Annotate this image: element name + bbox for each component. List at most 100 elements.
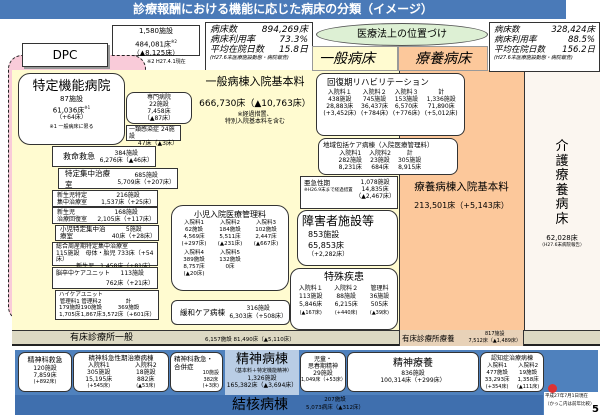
col-facilities: 62施設 bbox=[185, 227, 203, 233]
stat-label: 病床利用率 bbox=[210, 35, 256, 45]
stat-value: 328,424床 bbox=[551, 25, 595, 35]
col-header: 計 bbox=[125, 298, 132, 305]
psych-kyusei-title: 精神科急性期治療病棟 bbox=[88, 354, 154, 362]
col-change: (+297床) bbox=[181, 241, 207, 247]
col-beds: 33,293床 bbox=[484, 377, 510, 383]
chiiki-title: 地域包括ケア病棟（入院医療管理料） bbox=[323, 141, 434, 149]
dpc-note: ※2 H27.4.1現在 bbox=[147, 59, 186, 65]
psych-kyukyu-box: 精神科救急 120施設 7,859床 (+892床) bbox=[18, 352, 72, 392]
col-beds: 4,569床 bbox=[183, 234, 205, 240]
perinatal-box: 総合周産期特定集中治療室 115施設 母体・胎児 733床（+54床） 新生児 … bbox=[52, 242, 158, 269]
col-header: 入院料1 bbox=[339, 150, 362, 157]
tokutei-mark: ※1 bbox=[84, 104, 91, 110]
psych-ryoyo-facilities: 836施設 bbox=[401, 370, 425, 377]
icu-beds: 5,709床（+207床） bbox=[117, 178, 175, 186]
col-change: (▲53床) bbox=[136, 383, 156, 389]
icu-name-line2: 治療回復室 bbox=[57, 215, 88, 223]
icu-name-line2: 集中治療室 bbox=[57, 198, 88, 206]
col-facilities: 745施設 bbox=[362, 96, 387, 103]
tokutei-change: （+64床） bbox=[56, 114, 87, 122]
ippan-kihon: 一般病棟入院基本料 666,730床（▲10,763床） ※経過措置、 特別入院… bbox=[190, 74, 320, 125]
col-beds: 8,757床 bbox=[183, 264, 205, 270]
col-change: (▲667床) bbox=[253, 241, 279, 247]
col-header: 管理料2 bbox=[81, 298, 102, 305]
stroke-facilities: 113施設 bbox=[120, 270, 144, 277]
general-bed-header: 一般病床 bbox=[312, 46, 398, 71]
kanwa-facilities: 316施設 bbox=[246, 304, 270, 312]
logo-icon bbox=[548, 384, 557, 393]
col-beds: 882床 bbox=[137, 376, 155, 383]
psych-ninchi-title: 認知症治療病棟 bbox=[490, 355, 533, 362]
kaigo-title: 介護療養病床 bbox=[555, 139, 569, 227]
col-beds: 1,867床 bbox=[80, 311, 102, 318]
col-beds: 28,883床 bbox=[326, 103, 354, 110]
psych-jido-box: 児童・ 思春期精神 29施設 1,049床（+53床） bbox=[300, 352, 346, 392]
clinic-general-label: 有床診療所一般 bbox=[70, 333, 134, 343]
col-header: 入院料5 bbox=[220, 250, 240, 256]
tokutei-box: 特定機能病院 87施設 61,036床※1 （+64床） ※1 一般病床に限る bbox=[18, 73, 125, 145]
col-change: (▲167床) bbox=[299, 310, 322, 316]
stroke-title: 脳卒中ケアユニット bbox=[56, 270, 111, 277]
col-facilities: 102施設 bbox=[255, 227, 277, 233]
perinatal-line2: 新生児 1,458床（+81床） bbox=[56, 263, 154, 271]
col-facilities: 113施設 bbox=[299, 293, 323, 300]
col-header: 入院料4 bbox=[184, 250, 204, 256]
perinatal-title: 総合周産期特定集中治療室 bbox=[56, 243, 129, 250]
col-facilities: 18施設 bbox=[135, 369, 156, 376]
ryoyo-kihon: 療養病棟入院基本料 213,501床（+5,143床） bbox=[399, 180, 524, 212]
col-facilities: 305施設 bbox=[87, 369, 111, 376]
stat-label: 平均在院日数 bbox=[494, 45, 546, 55]
psych-ryoyo-box: 精神療養 836施設 100,314床（+299床） bbox=[347, 352, 479, 392]
tb-title: 結核病棟 bbox=[232, 397, 288, 413]
psych-gappei-title: 精神科救急・ bbox=[174, 355, 213, 363]
tb-bar bbox=[15, 395, 543, 415]
col-facilities: 132施設 bbox=[219, 257, 241, 263]
ippan-kihon-beds: 666,730床（▲10,763床） bbox=[199, 99, 311, 109]
col-header: 入院料2 bbox=[220, 220, 240, 226]
senmon-beds: 7,458床 bbox=[147, 108, 171, 115]
col-header: 計 bbox=[438, 89, 445, 96]
ichirui-title: 一類感染症 bbox=[129, 126, 160, 133]
shogai-change: （+2,282床） bbox=[308, 251, 349, 258]
col-header: 入院料2 bbox=[134, 362, 157, 369]
icu-beds: 40床（+28床） bbox=[111, 233, 156, 240]
ichirui-beds: 47床（▲3床） bbox=[137, 140, 178, 147]
tokutei-title: 特定機能病院 bbox=[32, 79, 111, 94]
kaigo-beds: 62,028床 bbox=[546, 234, 578, 242]
col-beds: 5,846床 bbox=[299, 301, 323, 308]
icu-facilities: 5施設 bbox=[125, 226, 142, 233]
col-facilities: 477施設 bbox=[486, 370, 508, 376]
clinic-ltc-beds: 7,512床（▲1,489床） bbox=[468, 337, 521, 344]
senmon-change: （▲87床） bbox=[143, 115, 175, 122]
stat-value: 894,269床 bbox=[261, 25, 308, 35]
col-beds: 684床 bbox=[371, 164, 389, 171]
col-beds: 505床 bbox=[370, 301, 389, 308]
icu-name: 新生児特定 bbox=[57, 191, 88, 199]
tb-stats: 207施設 5,073病床（▲312床） bbox=[300, 397, 370, 412]
kaigo: 介護療養病床 62,028床 （H27.6末病院報告） bbox=[524, 139, 600, 249]
col-header: 入院料1 bbox=[87, 362, 110, 369]
psych-kyukyu-facilities: 120施設 bbox=[33, 365, 57, 372]
icu-beds: 2,105床（+117床） bbox=[97, 215, 155, 223]
col-beds: 5,511床 bbox=[219, 234, 241, 240]
ryoyo-kihon-beds: 213,501床（+5,143床） bbox=[414, 201, 509, 210]
tokutei-note: ※1 一般病床に限る bbox=[49, 124, 94, 131]
icu-name: 救命救急 bbox=[63, 152, 95, 161]
psych-gappei-beds: 382床 bbox=[203, 376, 219, 383]
